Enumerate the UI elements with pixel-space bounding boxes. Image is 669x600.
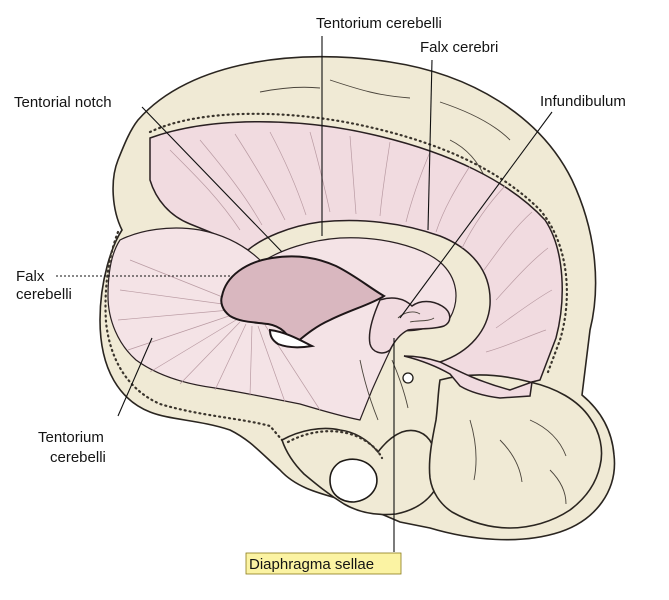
- leader-tentorial-notch: [141, 106, 283, 253]
- label-tentorium-cerebelli-bottom-line2: cerebelli: [50, 449, 106, 466]
- leader-tentorium-bottom: [117, 337, 153, 417]
- falx-cerebri-region: [149, 121, 563, 391]
- vault-cut-edge: [148, 112, 568, 374]
- label-tentorium-cerebelli-bottom-line1: Tentorium: [38, 429, 104, 446]
- middle-fossa-dura: [403, 355, 533, 399]
- facial-skeleton: [428, 374, 603, 529]
- label-infundibulum: Infundibulum: [540, 93, 626, 110]
- falx-cerebri-fibers: [169, 131, 553, 353]
- label-falx-cerebelli-line1: Falx: [16, 268, 45, 285]
- notch-posterior-opening: [268, 328, 316, 349]
- skull-texture: [259, 79, 551, 261]
- label-diaphragma-sellae: Diaphragma sellae: [249, 556, 374, 573]
- label-tentorium-cerebelli-top: Tentorium cerebelli: [316, 15, 442, 32]
- label-falx-cerebri: Falx cerebri: [420, 39, 498, 56]
- facial-detail: [469, 419, 567, 505]
- label-tentorial-notch: Tentorial notch: [14, 94, 112, 111]
- leader-infundibulum: [399, 111, 553, 319]
- sella-region: [368, 297, 451, 354]
- round-foramen: [402, 372, 414, 384]
- leader-falx-cerebri: [427, 59, 433, 231]
- occipital-cut-edge: [104, 230, 284, 442]
- skull-base-cut-edge: [286, 430, 384, 460]
- foramen-magnum: [329, 458, 378, 503]
- clinoid-process: [397, 311, 435, 323]
- label-falx-cerebelli-line2: cerebelli: [16, 286, 72, 303]
- tentorium-fibers: [117, 259, 321, 411]
- tentorial-notch-cavity: [220, 255, 386, 348]
- diaphragma-sellae-highlight: [245, 552, 402, 575]
